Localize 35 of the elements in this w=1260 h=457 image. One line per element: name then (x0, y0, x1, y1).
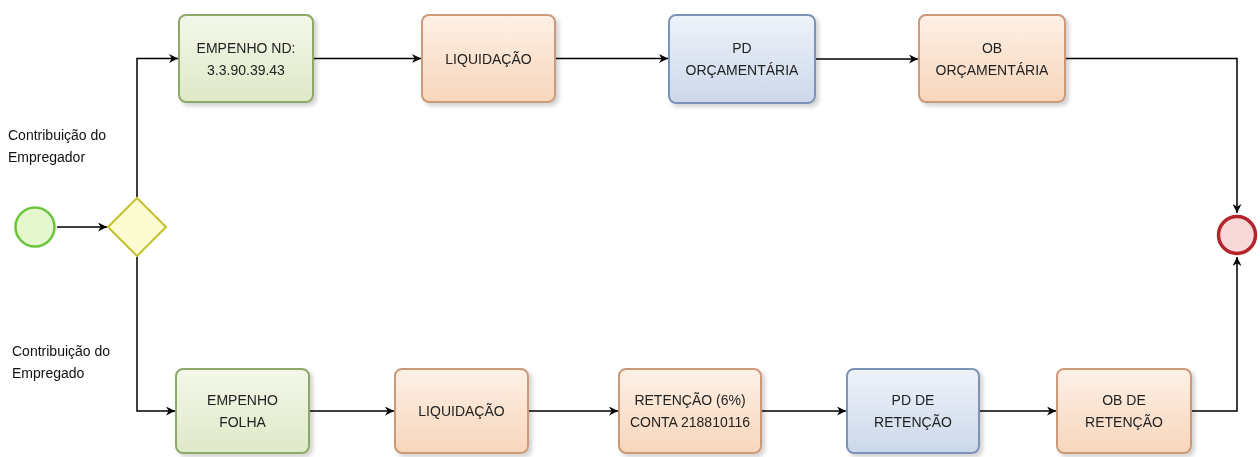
task-label: LIQUIDAÇÃO (418, 402, 505, 421)
arrow (1191, 256, 1242, 412)
task-box (421, 14, 556, 103)
task-label: EMPENHO FOLHA (206, 391, 279, 432)
edge-label: Contribuição do Empregador (8, 126, 108, 167)
arrow (979, 406, 1057, 416)
task-box (918, 14, 1066, 103)
task-box (618, 368, 762, 454)
arrow (313, 54, 422, 63)
arrow (56, 222, 108, 232)
task-box (846, 368, 980, 454)
task-label: OB DE RETENÇÃO (1084, 391, 1164, 432)
arrow (136, 54, 179, 198)
task-label: EMPENHO ND: 3.3.90.39.43 (195, 38, 297, 80)
arrow (528, 406, 619, 416)
task-label: OB ORÇAMENTÁRIA (934, 38, 1050, 80)
task-label: PD ORÇAMENTÁRIA (684, 39, 800, 80)
task-box (668, 14, 816, 104)
gateway-diamond (107, 197, 167, 257)
task-label: PD DE RETENÇÃO (873, 391, 953, 432)
task-box (175, 368, 310, 454)
task-label: RETENÇÃO (6%) CONTA 218810116 (628, 391, 752, 432)
start-event-circle (13, 205, 57, 249)
arrow (555, 54, 669, 63)
end-event-circle (1215, 213, 1259, 257)
task-label: LIQUIDAÇÃO (445, 49, 532, 69)
arrow (136, 256, 176, 416)
task-box (394, 368, 529, 454)
arrow (309, 406, 395, 416)
task-box (1056, 368, 1192, 454)
edge-label: Contribuição do Empregado (12, 342, 112, 383)
arrow (761, 406, 847, 416)
arrow (815, 54, 919, 64)
arrow (1065, 57, 1242, 214)
task-box (178, 14, 314, 103)
